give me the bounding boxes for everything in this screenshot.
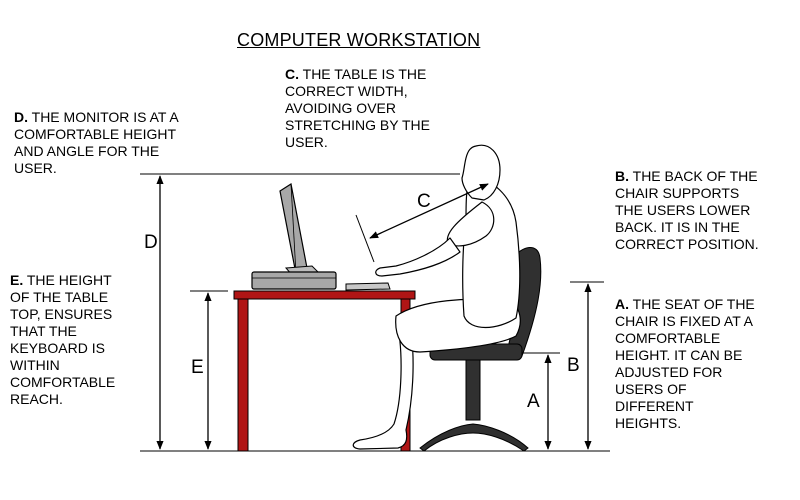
note-c: C. THE TABLE IS THE CORRECT WIDTH, AVOID…	[285, 66, 430, 151]
diagram-title: COMPUTER WORKSTATION	[237, 30, 481, 50]
person-torso	[462, 175, 521, 328]
dim-label-c: C	[417, 191, 431, 212]
note-c-letter: C.	[285, 66, 299, 82]
desk-top	[233, 290, 416, 300]
person-head	[461, 144, 501, 201]
chair-base	[419, 423, 529, 452]
dimension-e: E	[190, 290, 228, 450]
note-d-letter: D.	[14, 109, 28, 125]
person-forearm	[375, 237, 461, 277]
dim-label-b: B	[567, 355, 580, 376]
dim-label-e: E	[191, 357, 204, 378]
chair-column	[465, 359, 481, 421]
desk	[233, 290, 416, 452]
dim-label-d: D	[144, 232, 158, 253]
chair	[419, 247, 542, 452]
note-b: B. THE BACK OF THE CHAIR SUPPORTS THE US…	[615, 168, 759, 253]
monitor	[251, 183, 337, 290]
person-lower-leg	[352, 315, 414, 450]
note-a: A. THE SEAT OF THE CHAIR IS FIXED AT A C…	[615, 296, 755, 432]
note-d: D. THE MONITOR IS AT A COMFORTABLE HEIGH…	[14, 109, 179, 177]
note-e: E. THE HEIGHT OF THE TABLE TOP, ENSURES …	[10, 272, 115, 408]
note-b-text: THE BACK OF THE CHAIR SUPPORTS THE USERS…	[615, 168, 759, 252]
note-a-letter: A.	[615, 296, 629, 312]
dimension-d: D	[140, 173, 460, 450]
note-d-text: THE MONITOR IS AT A COMFORTABLE HEIGHT A…	[14, 109, 179, 176]
desk-leg-left	[237, 298, 249, 452]
dimension-c: C	[355, 183, 489, 263]
dimension-a: A	[522, 352, 560, 450]
dimension-b: B	[567, 281, 604, 450]
note-a-text: THE SEAT OF THE CHAIR IS FIXED AT A COMF…	[615, 296, 755, 431]
keyboard	[345, 282, 391, 291]
note-e-letter: E.	[10, 272, 24, 288]
monitor-base	[251, 271, 337, 290]
dim-label-a: A	[527, 391, 540, 412]
note-e-text: THE HEIGHT OF THE TABLE TOP, ENSURES THA…	[10, 272, 116, 407]
note-b-letter: B.	[615, 168, 629, 184]
note-c-text: THE TABLE IS THE CORRECT WIDTH, AVOIDING…	[285, 66, 430, 150]
